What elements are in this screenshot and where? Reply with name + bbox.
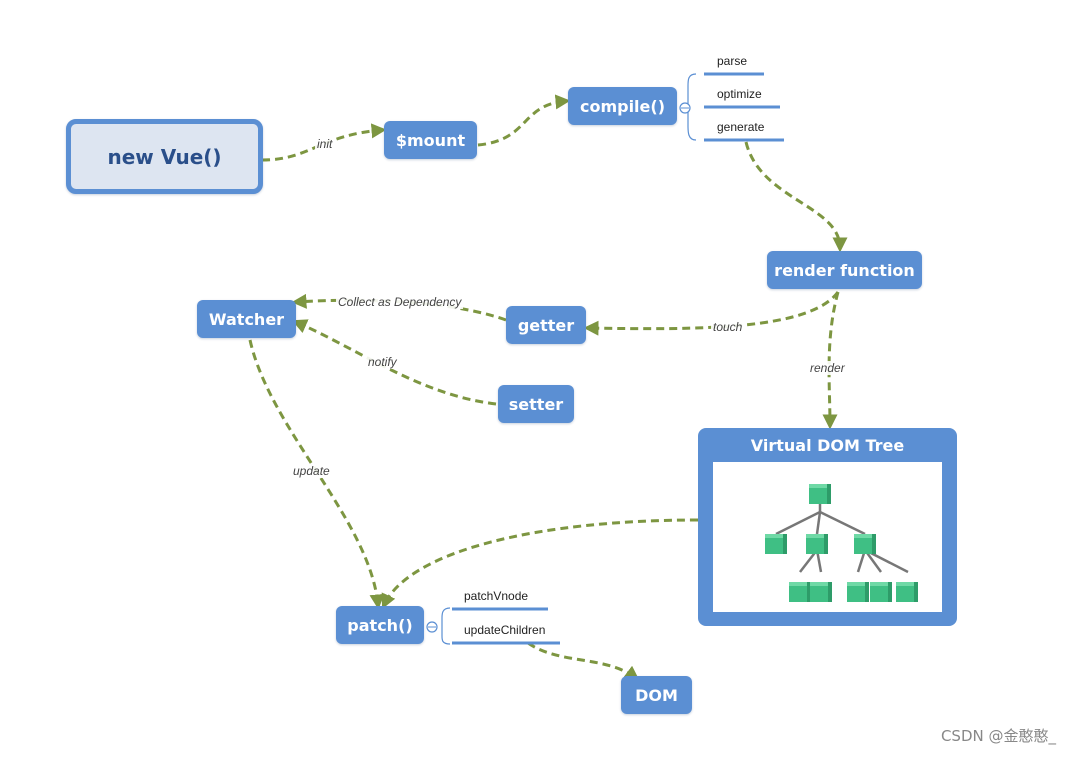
edge-collect — [291, 293, 507, 322]
node-virtual-dom-tree: Virtual DOM Tree — [698, 428, 957, 626]
watermark: CSDN @金憨憨_ — [940, 727, 1056, 745]
edge-touch — [583, 291, 840, 336]
tree-nodes — [765, 484, 918, 602]
edge-label-render: render — [808, 361, 847, 375]
edge-mount-compile — [477, 94, 571, 147]
patch-step-patchvnode: patchVnode — [464, 589, 529, 603]
patch-bracket — [441, 607, 451, 645]
edge-notify — [291, 319, 497, 406]
node-dom: DOM — [621, 676, 692, 714]
tree-graphic — [765, 484, 918, 602]
edge-label-update: update — [291, 464, 332, 478]
node-new-vue: new Vue() — [66, 119, 263, 194]
edge-label-init: init — [315, 137, 335, 151]
node-render-function: render function — [767, 251, 922, 289]
edge-vdom-patch — [381, 518, 699, 610]
node-getter: getter — [506, 306, 586, 344]
edge-label-touch: touch — [711, 320, 745, 334]
vdom-tree-illustration — [713, 462, 942, 612]
edge-label-collect: Collect as Dependency — [336, 295, 464, 309]
compile-step-optimize: optimize — [717, 87, 762, 101]
node-setter: setter — [498, 385, 574, 423]
edge-update — [248, 339, 385, 610]
node-patch: patch() — [336, 606, 424, 644]
edge-label-notify: notify — [366, 355, 399, 369]
compile-step-parse: parse — [717, 54, 748, 68]
edge-render — [822, 291, 840, 430]
compile-step-generate: generate — [717, 120, 765, 134]
vdom-title: Virtual DOM Tree — [750, 436, 905, 455]
edge-generate-render — [744, 141, 848, 253]
edge-patch-dom — [527, 641, 640, 681]
node-mount: $mount — [384, 121, 477, 159]
patch-step-updatechildren: updateChildren — [464, 623, 546, 637]
node-compile: compile() — [568, 87, 677, 125]
node-watcher: Watcher — [197, 300, 296, 338]
